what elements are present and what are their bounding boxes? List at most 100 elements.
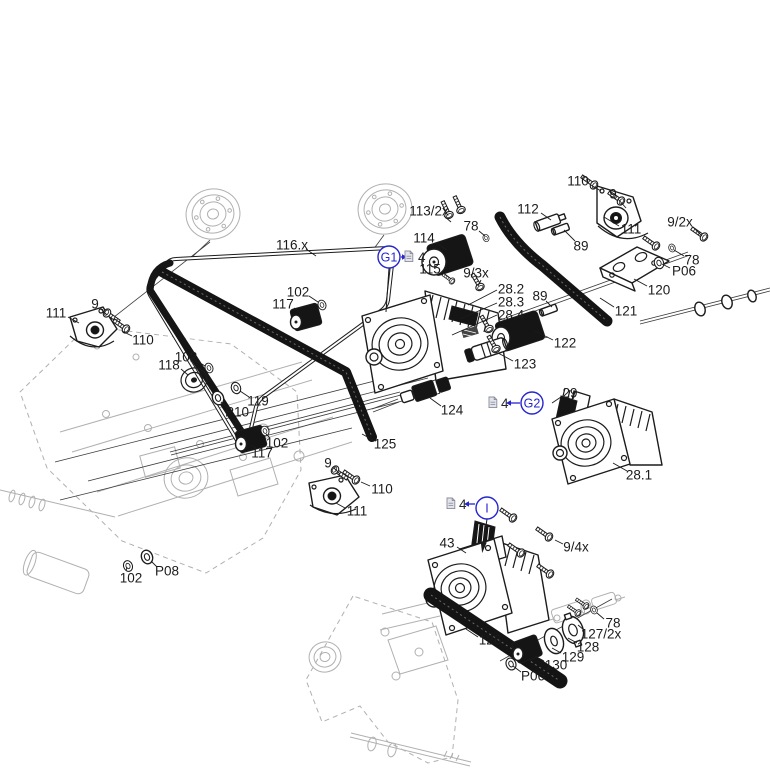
part-label-P10: P10 <box>225 405 249 420</box>
callout-note-G1: 4 <box>418 250 426 265</box>
part-label-102: 102 <box>266 436 289 451</box>
part-label-130: 130 <box>545 658 568 673</box>
pulley-118 <box>180 367 208 393</box>
part-label-121: 121 <box>615 304 638 319</box>
part-label-124: 124 <box>441 403 464 418</box>
motor-28-1-drawing <box>551 387 663 485</box>
belt-121 <box>494 211 613 327</box>
part-label-78: 78 <box>605 616 620 631</box>
page-icon <box>488 396 498 409</box>
part-label-113-2x: 113/2x <box>409 204 449 219</box>
part-label-126: 126 <box>479 633 502 648</box>
leader-line <box>478 230 486 237</box>
part-label-117: 117 <box>272 297 294 312</box>
leader-line <box>599 297 615 308</box>
part-label-117: 117 <box>251 446 273 461</box>
leader-line <box>567 637 578 644</box>
leader-line <box>239 390 250 398</box>
cylinder-89-upper <box>550 222 570 236</box>
leader-line <box>459 302 498 320</box>
leader-line <box>554 539 564 545</box>
leader-line <box>603 216 620 227</box>
belt-126 <box>423 587 568 689</box>
part-label-P06: P06 <box>672 264 696 279</box>
leader-line <box>563 229 576 242</box>
arrowhead-icon <box>506 400 511 406</box>
pulley-130 <box>511 634 543 664</box>
part-label-122: 122 <box>554 336 577 351</box>
leader-line <box>477 279 482 287</box>
cylinder-112 <box>533 213 567 232</box>
leader-line <box>545 300 553 308</box>
leader-line <box>121 330 133 337</box>
part-label-P08: P08 <box>155 564 179 579</box>
arrowhead-icon <box>402 254 407 260</box>
callout-note-I: 4 <box>459 497 467 512</box>
leader-line <box>441 271 451 279</box>
leader-line <box>100 308 108 316</box>
callout-circle-G2 <box>520 391 544 415</box>
part-label-9: 9 <box>609 187 617 202</box>
belt-116x <box>146 245 396 445</box>
leader-line <box>220 401 228 408</box>
leader-line <box>361 433 374 441</box>
part-115 <box>440 271 457 286</box>
leader-line <box>617 198 627 209</box>
disc-128 <box>561 612 585 648</box>
leader-line <box>335 502 346 509</box>
leader-line <box>692 226 703 237</box>
ghost-headstock-outline <box>0 325 353 595</box>
leader-lines-layer <box>67 184 703 673</box>
callout-tail-line <box>385 267 390 313</box>
part-label-43: 43 <box>439 536 454 551</box>
part-label-116.x: 116.x <box>276 238 308 253</box>
leader-line <box>551 396 562 404</box>
part-label-110: 110 <box>132 333 154 348</box>
leader-line <box>308 295 319 303</box>
part-label-9-3x: 9/3x <box>463 266 489 281</box>
leader-line <box>540 212 552 221</box>
part-label-89: 89 <box>532 289 547 304</box>
leader-line <box>633 278 648 287</box>
main-motor-drawing <box>361 290 507 394</box>
leader-line <box>150 560 158 568</box>
disc-129 <box>543 627 565 655</box>
callout-label-G2: G2 <box>524 396 541 410</box>
part-label-114: 114 <box>413 231 435 246</box>
ghost-pulley-left <box>185 188 241 240</box>
callout-circle-I <box>475 496 499 520</box>
part-label-112: 112 <box>517 202 539 217</box>
belt-125 <box>157 267 377 442</box>
part-label-110: 110 <box>567 174 589 189</box>
leader-line <box>435 242 448 251</box>
part-label-120: 120 <box>648 283 671 298</box>
part-label-P06: P06 <box>521 669 545 684</box>
leader-line <box>673 249 685 257</box>
part-label-128: 128 <box>577 640 600 655</box>
part-label-29: 29 <box>562 386 577 401</box>
leader-line <box>250 444 257 449</box>
part-label-28.1: 28.1 <box>626 468 652 483</box>
cylinder-89-lower <box>538 303 558 317</box>
callout-circle-G1 <box>377 245 401 269</box>
tensioner-111-top-right <box>596 185 649 240</box>
leader-line <box>125 566 128 572</box>
leader-line <box>534 330 554 341</box>
part-label-102: 102 <box>287 285 310 300</box>
axis-lines <box>54 234 770 662</box>
leader-line <box>534 655 545 662</box>
leader-line <box>265 433 271 439</box>
part-label-28.2: 28.2 <box>498 282 524 297</box>
leader-line <box>465 628 479 638</box>
part-label-118: 118 <box>158 358 180 373</box>
page-icon <box>446 497 456 510</box>
part-label-119: 119 <box>247 394 269 409</box>
leader-line <box>305 248 317 257</box>
leader-line <box>451 314 498 336</box>
part-label-111: 111 <box>347 504 368 519</box>
leader-line <box>577 624 585 631</box>
leader-line <box>456 546 467 554</box>
part-label-129: 129 <box>562 650 585 665</box>
